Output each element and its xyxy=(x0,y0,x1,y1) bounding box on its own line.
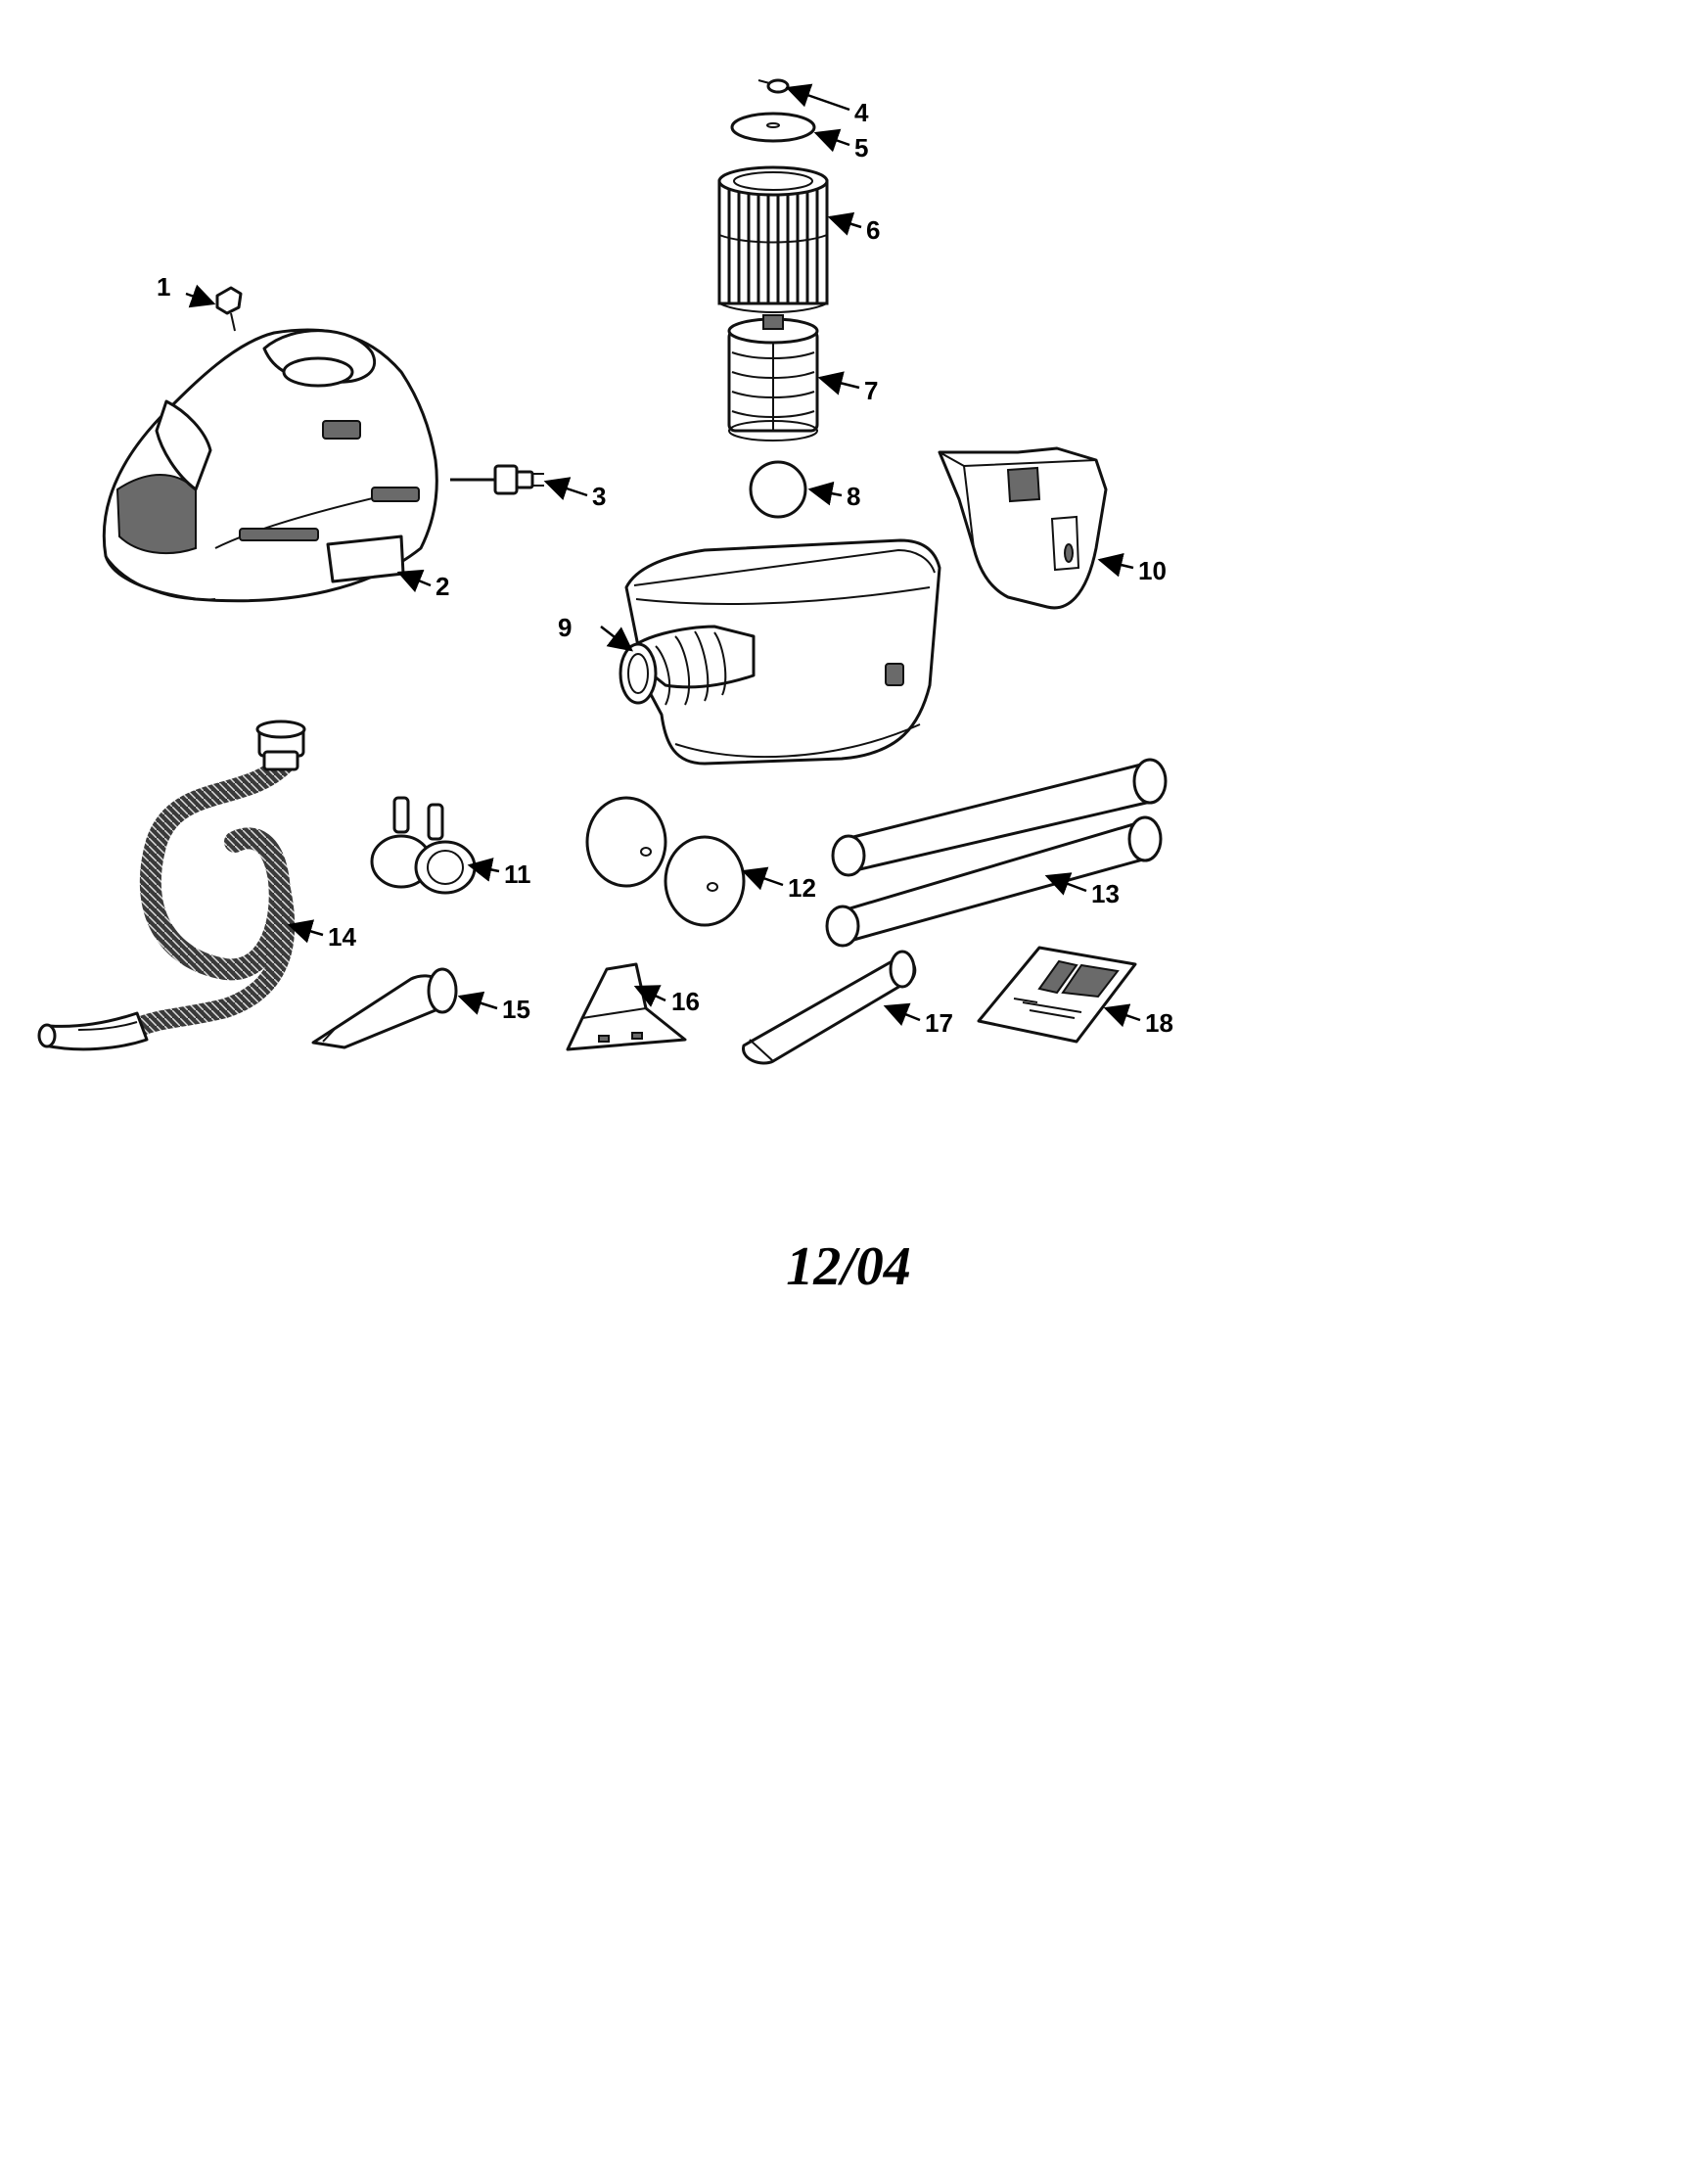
part-9-tank xyxy=(619,538,941,766)
part-13-extension-wands xyxy=(825,758,1168,948)
callout-11: 11 xyxy=(504,860,531,889)
leader-13 xyxy=(1044,872,1087,896)
leader-16 xyxy=(633,985,666,1007)
leader-6 xyxy=(827,211,862,236)
leader-10 xyxy=(1097,552,1134,578)
part-1-switch xyxy=(215,286,243,332)
leader-9 xyxy=(600,626,633,652)
leader-2 xyxy=(396,569,432,593)
part-8-float-ball xyxy=(749,460,807,519)
part-15-crevice-tool xyxy=(311,967,458,1049)
date-code: 12/04 xyxy=(786,1236,911,1297)
callout-12: 12 xyxy=(788,873,816,903)
part-17-floor-nozzle xyxy=(742,950,917,1065)
callout-4: 4 xyxy=(854,98,869,127)
leader-8 xyxy=(807,481,843,506)
part-11-casters xyxy=(370,796,477,895)
part-12-wheels xyxy=(585,796,746,927)
callout-13: 13 xyxy=(1091,879,1120,908)
callout-16: 16 xyxy=(671,987,700,1016)
part-10-accessory-holder xyxy=(938,446,1108,610)
callout-2: 2 xyxy=(436,572,449,601)
leader-7 xyxy=(817,371,860,395)
part-2-motor-head xyxy=(102,328,438,603)
callout-8: 8 xyxy=(847,482,860,511)
callout-5: 5 xyxy=(854,133,868,163)
callout-15: 15 xyxy=(502,995,530,1024)
callout-18: 18 xyxy=(1145,1008,1173,1038)
callout-10: 10 xyxy=(1138,556,1167,585)
part-14-hose xyxy=(37,720,306,1051)
callout-17: 17 xyxy=(925,1008,953,1038)
callout-7: 7 xyxy=(864,376,878,405)
leader-11 xyxy=(467,858,500,882)
leader-14 xyxy=(287,919,324,944)
callout-1: 1 xyxy=(157,272,170,302)
leader-4 xyxy=(785,83,850,112)
callout-3: 3 xyxy=(592,482,606,511)
leader-5 xyxy=(813,128,850,153)
leader-18 xyxy=(1103,1003,1141,1028)
part-4-filter-nut xyxy=(757,78,790,94)
leader-12 xyxy=(741,866,784,891)
callout-14: 14 xyxy=(328,922,356,952)
part-7-filter-cage xyxy=(727,314,819,441)
part-6-cartridge-filter xyxy=(717,165,829,313)
callout-labels: 1 2 3 4 5 6 7 8 9 10 11 12 13 14 15 16 1… xyxy=(157,98,1173,1038)
leader-lines xyxy=(185,83,1141,1028)
part-3-power-cord xyxy=(450,464,544,495)
callout-9: 9 xyxy=(558,613,572,642)
leader-3 xyxy=(543,477,588,500)
leader-17 xyxy=(883,1002,921,1026)
part-16-utility-nozzle xyxy=(566,962,687,1051)
part-5-filter-cap xyxy=(730,112,816,143)
leader-15 xyxy=(457,991,498,1015)
leader-1 xyxy=(185,284,216,308)
part-18-manual xyxy=(977,946,1137,1044)
callout-6: 6 xyxy=(866,215,880,245)
